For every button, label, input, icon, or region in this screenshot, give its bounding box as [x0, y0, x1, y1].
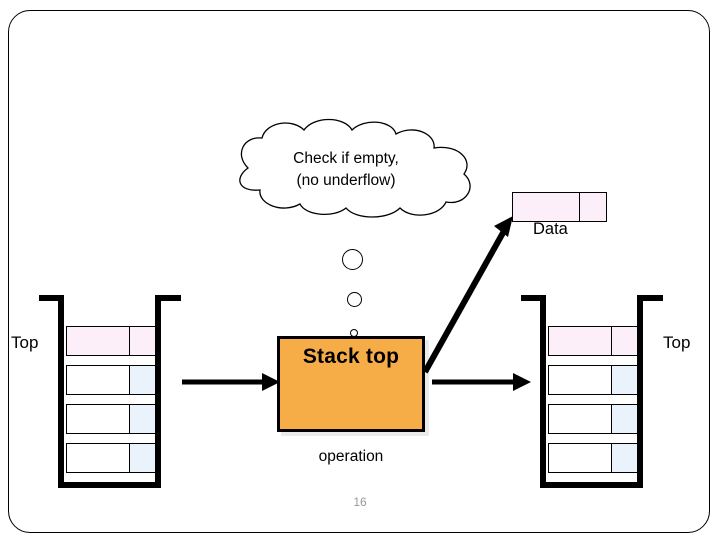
slide-border-frame [8, 10, 710, 533]
cell-side-segment [611, 444, 637, 472]
data-cell [512, 192, 607, 222]
cell-main-segment [549, 366, 611, 394]
right-stack-cell-2 [548, 365, 638, 395]
cell-main-segment [67, 366, 129, 394]
left-stack-cell-3 [66, 404, 156, 434]
operation-caption: operation [318, 448, 384, 465]
thought-cloud: Check if empty, (no underflow) [196, 116, 496, 220]
cell-main-segment [549, 405, 611, 433]
page-number: 16 [353, 495, 367, 509]
cell-main-segment [67, 327, 129, 355]
thought-bubble-large-icon [342, 249, 363, 270]
data-label: Data [533, 220, 568, 238]
right-stack-top-label: Top [663, 333, 691, 352]
left-stack-top-label: Top [11, 333, 39, 352]
cell-side-segment [129, 327, 155, 355]
right-stack [515, 293, 670, 493]
right-stack-cell-1 [548, 326, 638, 356]
right-stack-cell-4 [548, 443, 638, 473]
operation-box: Stack top [277, 336, 425, 432]
left-stack-cell-2 [66, 365, 156, 395]
cell-main-segment [67, 444, 129, 472]
data-cell-side-segment [579, 193, 606, 221]
left-stack-cell-1 [66, 326, 156, 356]
thought-bubble-medium-icon [347, 292, 362, 307]
cell-side-segment [611, 366, 637, 394]
left-stack-cell-4 [66, 443, 156, 473]
thought-cloud-text: Check if empty, (no underflow) [196, 116, 496, 220]
cloud-line-1: Check if empty, [293, 149, 399, 167]
cell-side-segment [129, 366, 155, 394]
right-stack-cell-3 [548, 404, 638, 434]
cloud-line-2: (no underflow) [296, 172, 396, 189]
left-stack [33, 293, 188, 493]
cell-side-segment [129, 405, 155, 433]
cell-main-segment [67, 405, 129, 433]
cell-main-segment [549, 327, 611, 355]
cell-side-segment [611, 405, 637, 433]
data-cell-main-segment [513, 193, 579, 221]
cell-side-segment [129, 444, 155, 472]
operation-box-label: Stack top [302, 345, 400, 368]
cell-main-segment [549, 444, 611, 472]
cell-side-segment [611, 327, 637, 355]
